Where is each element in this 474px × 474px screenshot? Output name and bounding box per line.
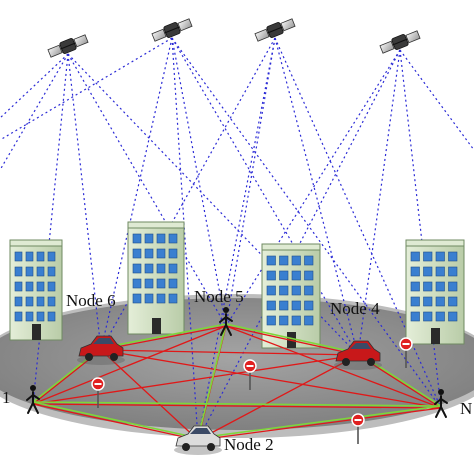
office-building-icon — [405, 239, 465, 345]
node-link-green — [32, 401, 199, 439]
traffic-sign-icon — [91, 377, 105, 408]
satellite-icon — [151, 18, 193, 42]
office-building-icon — [261, 243, 321, 349]
satellite-link — [197, 49, 401, 441]
traffic-sign-icon — [243, 359, 257, 390]
node-link-red — [100, 349, 359, 356]
walking-person-icon — [434, 389, 448, 418]
satellites — [47, 18, 421, 58]
node-link-red — [32, 325, 227, 405]
satellite-link — [171, 37, 442, 409]
satellite-link — [0, 37, 173, 141]
satellite-icon — [47, 34, 89, 58]
node-link-green — [32, 401, 442, 407]
node-link-green — [197, 405, 442, 439]
pedestrians — [26, 307, 448, 418]
traffic-sign-icon — [399, 337, 413, 368]
satellite-link — [225, 37, 276, 327]
satellite-link — [399, 49, 474, 151]
node-3-label: N — [460, 399, 472, 418]
walking-person-icon — [219, 307, 233, 336]
node-link-red — [100, 349, 442, 409]
node-link-red — [197, 407, 442, 441]
office-building-icon — [127, 221, 185, 335]
satellite-link — [32, 53, 69, 405]
cars — [77, 335, 382, 455]
satellite-link — [171, 37, 359, 356]
node-link-red — [197, 354, 359, 441]
car-icon — [334, 340, 382, 370]
node-5-label: Node 5 — [194, 287, 244, 306]
node-link-green — [197, 323, 227, 439]
car-icon — [174, 425, 222, 455]
satellite-link — [171, 37, 227, 327]
satellite-link — [171, 37, 199, 441]
satellite-icon — [254, 18, 296, 42]
node-link-red — [100, 325, 227, 351]
node-link-green — [225, 323, 359, 354]
office-building-icon — [9, 239, 63, 341]
car-icon — [77, 335, 125, 365]
node-link-green — [100, 323, 227, 349]
buildings — [9, 221, 465, 349]
satellite-icon — [379, 30, 421, 54]
node-link-red — [225, 325, 359, 356]
satellite-link — [357, 49, 401, 356]
node-link-red — [225, 325, 442, 409]
satellite-link — [0, 53, 69, 171]
satellite-link — [225, 49, 401, 327]
satellite-links — [0, 37, 474, 441]
node-4-label: Node 4 — [330, 299, 380, 318]
node-link-red — [32, 403, 199, 441]
traffic-signs — [91, 337, 413, 444]
walking-person-icon — [26, 385, 40, 414]
node-link-red — [32, 403, 442, 409]
node-link-red — [100, 349, 199, 441]
satellite-link — [0, 53, 69, 119]
satellite-link — [100, 37, 173, 351]
node-1-label: 1 — [2, 388, 11, 407]
satellite-link — [197, 37, 276, 441]
node-6-label: Node 6 — [66, 291, 116, 310]
node-link-red — [32, 354, 359, 405]
satellite-link — [399, 49, 442, 409]
node-2-label: Node 2 — [224, 435, 274, 454]
traffic-sign-icon — [351, 413, 365, 444]
